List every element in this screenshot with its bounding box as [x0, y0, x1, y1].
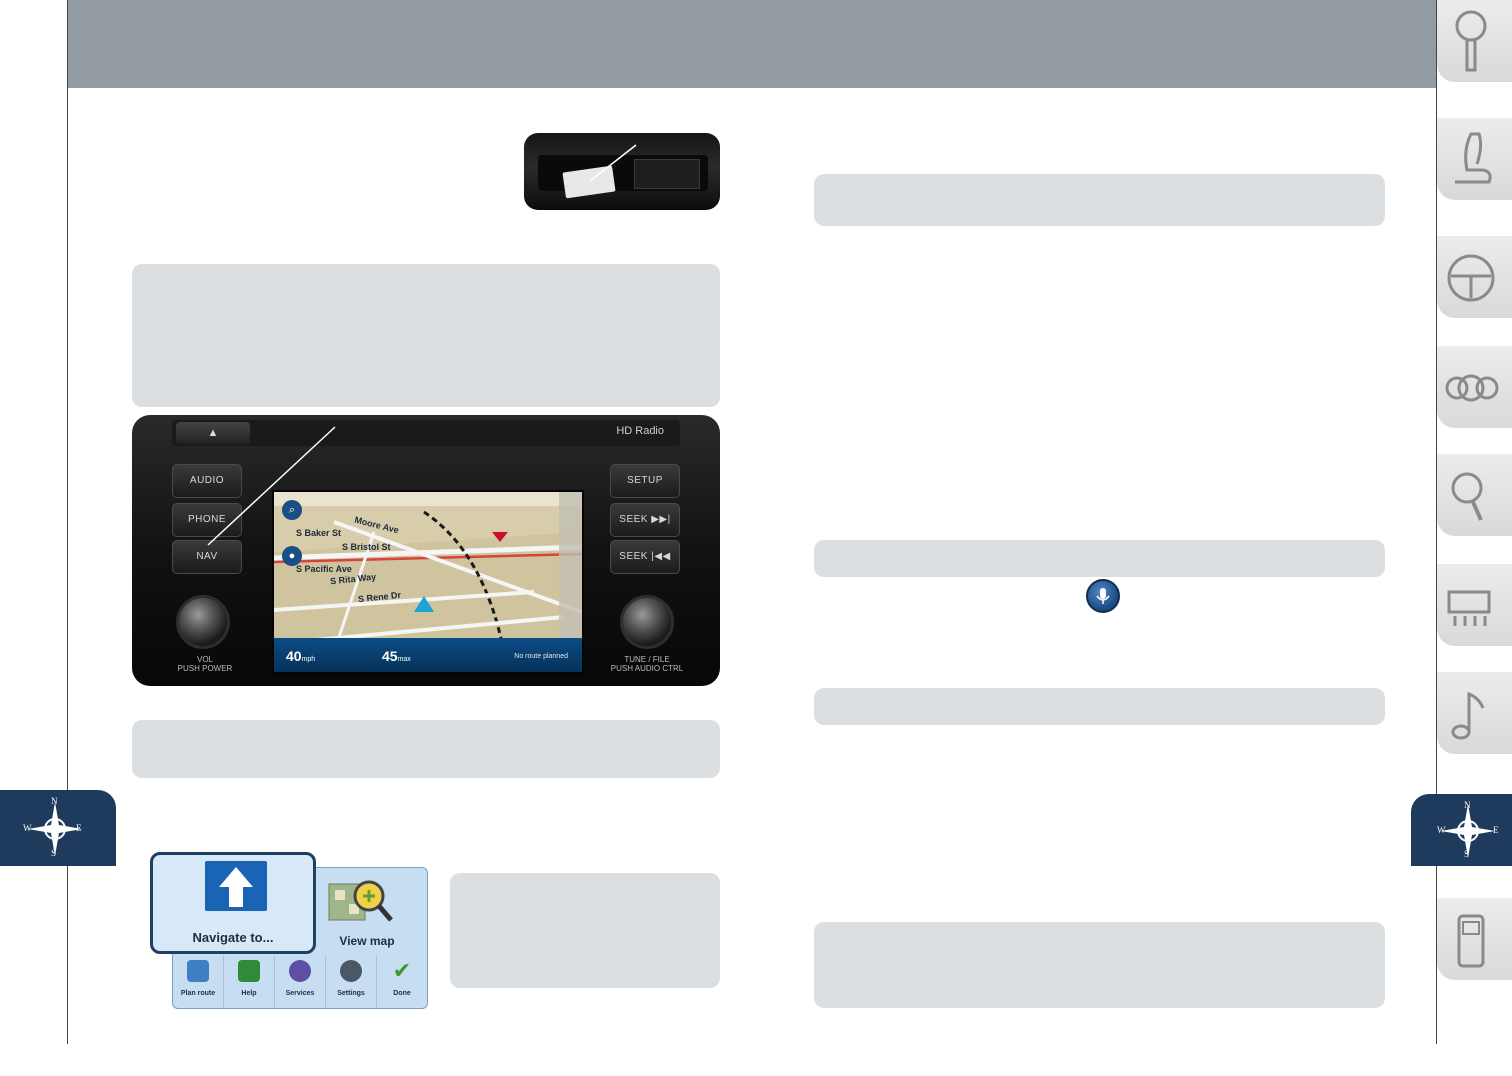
sd-card-slot-photo [524, 133, 720, 210]
key-section-tab[interactable] [1437, 0, 1512, 82]
view-map-tile[interactable]: View map [307, 872, 427, 954]
seek-forward-button[interactable]: SEEK ▶▶| [610, 503, 680, 537]
text-box-4 [814, 174, 1385, 226]
text-box-1 [132, 264, 720, 407]
gauges-icon [1445, 374, 1499, 402]
map-search-icon[interactable]: ⌕ [282, 500, 302, 520]
navigation-head-unit-photo: ▲ HD Radio AUDIO PHONE NAV SETUP SEEK ▶▶… [132, 415, 720, 686]
music-note-icon [1451, 691, 1485, 740]
hd-radio-logo: HD Radio [616, 425, 664, 437]
speed-limit: 45max [382, 648, 411, 664]
nav-status-bar: 40mph 45max No route planned [274, 638, 582, 672]
phone-section-tab[interactable] [1437, 898, 1512, 980]
help-item[interactable]: Help [223, 956, 274, 1008]
street-label: S Pacific Ave [296, 564, 352, 574]
text-box-2 [132, 720, 720, 778]
setup-button[interactable]: SETUP [610, 464, 680, 498]
left-margin-rule [67, 0, 68, 1044]
navigation-section-tab-left[interactable]: N S W E [0, 790, 116, 866]
plan-route-icon [187, 960, 209, 982]
key-icon [1455, 10, 1487, 72]
compass-icon [1441, 804, 1495, 858]
navigation-section-tab-right[interactable]: N S W E [1411, 794, 1512, 866]
volume-knob-label: VOL PUSH POWER [177, 655, 233, 673]
settings-icon [340, 960, 362, 982]
phone-button[interactable]: PHONE [172, 503, 242, 537]
seat-icon [1455, 132, 1492, 184]
navigate-arrow-icon [205, 861, 267, 911]
gauges-section-tab[interactable] [1437, 346, 1512, 428]
climate-section-tab[interactable] [1437, 564, 1512, 646]
text-box-7 [814, 922, 1385, 1008]
search-section-tab[interactable] [1437, 454, 1512, 536]
eject-button[interactable]: ▲ [176, 422, 250, 444]
menu-bottom-row: Plan route Help Services Settings ✔ Done [173, 956, 427, 1008]
plan-route-item[interactable]: Plan route [173, 956, 223, 1008]
audio-section-tab[interactable] [1437, 672, 1512, 754]
audio-button[interactable]: AUDIO [172, 464, 242, 498]
text-box-6 [814, 688, 1385, 725]
navigate-to-tile[interactable]: Navigate to... [150, 852, 316, 954]
tune-knob[interactable] [620, 595, 674, 649]
route-status: No route planned [514, 653, 568, 660]
volume-knob[interactable] [176, 595, 230, 649]
help-icon [238, 960, 260, 982]
street-label: S Bristol St [342, 542, 391, 552]
text-box-3 [450, 873, 720, 988]
navigate-to-label: Navigate to... [192, 930, 274, 945]
steering-section-tab[interactable] [1437, 236, 1512, 318]
seat-section-tab[interactable] [1437, 118, 1512, 200]
current-speed: 40mph [286, 648, 316, 664]
map-voice-icon[interactable]: ● [282, 546, 302, 566]
tune-knob-label: TUNE / FILE PUSH AUDIO CTRL [610, 655, 684, 673]
street-label: S Baker St [296, 528, 342, 538]
nav-button[interactable]: NAV [172, 540, 242, 574]
climate-icon [1447, 590, 1491, 626]
compass-icon [28, 802, 82, 856]
magnifier-icon [1451, 472, 1483, 521]
checkmark-icon: ✔ [392, 958, 412, 983]
services-item[interactable]: Services [274, 956, 325, 1008]
services-icon [289, 960, 311, 982]
right-margin-rule [1436, 0, 1437, 1044]
text-box-5 [814, 540, 1385, 577]
done-item[interactable]: ✔ Done [376, 956, 427, 1008]
phone-icon [1457, 914, 1485, 968]
settings-item[interactable]: Settings [325, 956, 376, 1008]
navigation-screen: ⌕ ● S Baker St Moore Ave S Bristol St S … [272, 490, 584, 674]
seek-back-button[interactable]: SEEK |◀◀ [610, 540, 680, 574]
header-band [68, 0, 1436, 88]
voice-command-icon [1086, 579, 1120, 613]
view-map-icon [328, 880, 393, 922]
view-map-label: View map [339, 934, 395, 948]
steering-wheel-icon [1447, 254, 1495, 302]
